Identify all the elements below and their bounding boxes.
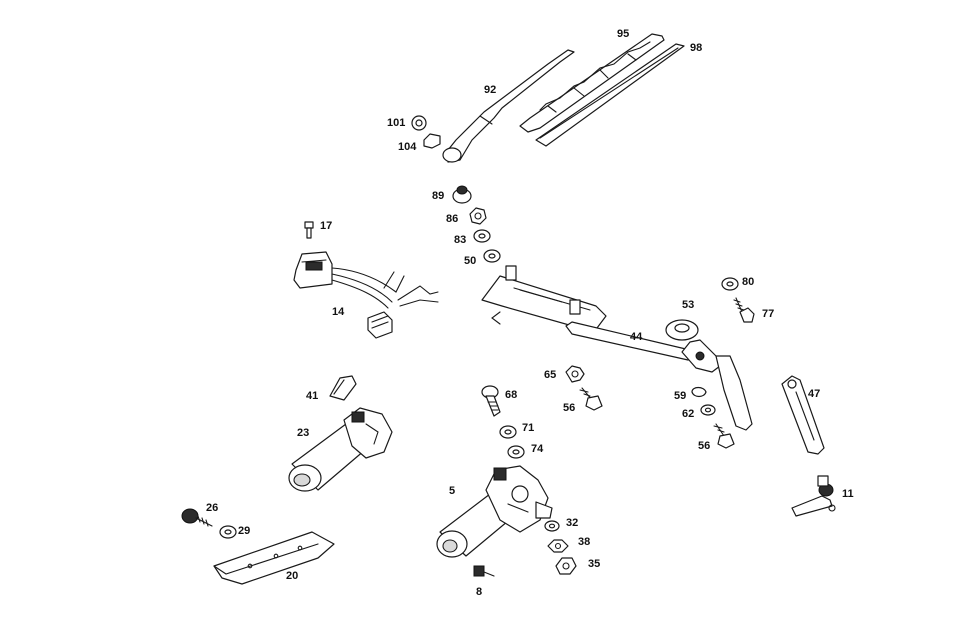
label-14: 14 xyxy=(332,306,345,318)
bolt-56-right[interactable] xyxy=(713,423,735,449)
label-41: 41 xyxy=(306,390,318,402)
crank-arm-47[interactable] xyxy=(781,375,825,455)
washer-74[interactable] xyxy=(507,445,525,459)
washer-71[interactable] xyxy=(499,425,517,439)
label-56-left: 56 xyxy=(563,402,575,414)
wiper-blade-rubber[interactable] xyxy=(535,43,685,147)
label-98: 98 xyxy=(690,42,702,54)
label-59: 59 xyxy=(674,390,686,402)
label-17: 17 xyxy=(320,220,332,232)
label-5: 5 xyxy=(449,485,455,497)
label-62: 62 xyxy=(682,408,694,420)
label-80: 80 xyxy=(742,276,754,288)
wiper-arm[interactable] xyxy=(442,49,575,163)
label-68: 68 xyxy=(505,389,517,401)
label-38: 38 xyxy=(578,536,590,548)
bolt-68[interactable] xyxy=(481,385,501,417)
cap-104[interactable] xyxy=(423,133,441,149)
label-11: 11 xyxy=(842,488,854,500)
clip-59[interactable] xyxy=(691,386,707,398)
label-89: 89 xyxy=(432,190,444,202)
screw-26[interactable] xyxy=(181,508,213,527)
label-104: 104 xyxy=(398,141,417,153)
label-56-right: 56 xyxy=(698,440,710,452)
nut-80[interactable] xyxy=(721,277,739,291)
label-71: 71 xyxy=(522,422,534,434)
label-26: 26 xyxy=(206,502,218,514)
wiper-motor-23[interactable] xyxy=(288,407,393,492)
bracket-20[interactable] xyxy=(213,531,335,585)
label-101: 101 xyxy=(387,117,405,129)
nut-86[interactable] xyxy=(469,207,487,225)
nut-101[interactable] xyxy=(411,115,427,131)
washer-83[interactable] xyxy=(473,229,491,243)
wiper-motor-5[interactable] xyxy=(436,465,553,558)
label-86: 86 xyxy=(446,213,458,225)
label-35: 35 xyxy=(588,558,600,570)
lock-washer-38[interactable] xyxy=(547,539,569,553)
bolt-56-left[interactable] xyxy=(579,387,603,411)
connector-8[interactable] xyxy=(473,565,495,577)
label-50: 50 xyxy=(464,255,476,267)
cap-nut-89[interactable] xyxy=(452,185,472,204)
label-92: 92 xyxy=(484,84,496,96)
label-20: 20 xyxy=(286,570,298,582)
washer-62[interactable] xyxy=(700,404,716,416)
label-32: 32 xyxy=(566,517,578,529)
label-95: 95 xyxy=(617,28,629,40)
washer-32[interactable] xyxy=(544,520,560,532)
nut-35[interactable] xyxy=(555,557,577,575)
label-29: 29 xyxy=(238,525,250,537)
label-53: 53 xyxy=(682,299,694,311)
bolt-77[interactable] xyxy=(733,297,755,323)
seal-50[interactable] xyxy=(483,249,501,263)
grommet-53[interactable] xyxy=(665,319,699,341)
label-47: 47 xyxy=(808,388,820,400)
lock-washer-65[interactable] xyxy=(565,365,585,383)
label-8: 8 xyxy=(476,586,482,598)
crank-11[interactable] xyxy=(791,475,836,517)
label-83: 83 xyxy=(454,234,466,246)
label-65: 65 xyxy=(544,369,556,381)
screw-17[interactable] xyxy=(304,221,314,239)
washer-29[interactable] xyxy=(219,525,237,539)
label-74: 74 xyxy=(531,443,544,455)
wiper-linkage[interactable] xyxy=(481,265,753,431)
label-44: 44 xyxy=(630,331,643,343)
wiring-harness[interactable] xyxy=(293,251,439,339)
label-77: 77 xyxy=(762,308,774,320)
cover-41[interactable] xyxy=(329,375,357,401)
wiper-blade[interactable] xyxy=(519,33,665,133)
label-23: 23 xyxy=(297,427,309,439)
